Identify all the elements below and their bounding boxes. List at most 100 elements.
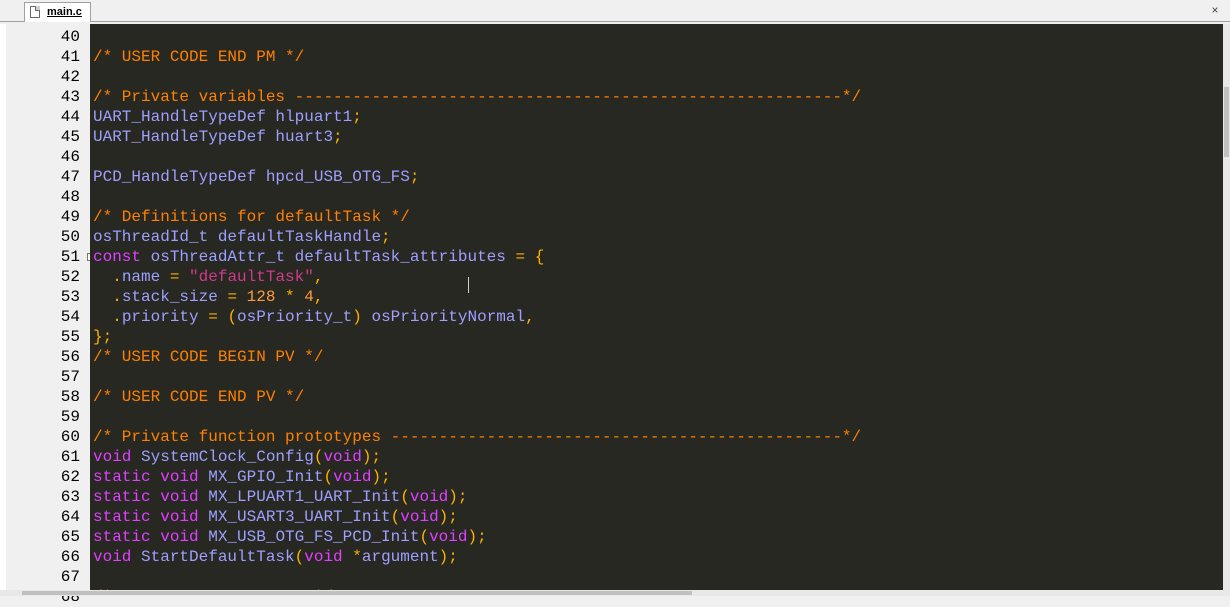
line-number: 43 (60, 88, 80, 106)
code-line: /* USER CODE BEGIN PFP */ (93, 587, 333, 590)
code-line: UART_HandleTypeDef huart3; (93, 127, 343, 147)
vertical-scroll-thumb[interactable] (1224, 87, 1229, 157)
code-token: osPriorityNormal (371, 308, 526, 326)
code-token: /* USER CODE BEGIN PFP */ (93, 588, 333, 590)
code-token: void (304, 548, 343, 566)
code-token: "defaultTask" (189, 268, 314, 286)
code-line: /* USER CODE END PM */ (93, 47, 304, 67)
tab-main-c[interactable]: main.c (24, 2, 91, 22)
line-number: 51 (60, 248, 80, 266)
code-token: ( (294, 548, 305, 566)
code-line: static void MX_LPUART1_UART_Init(void); (93, 487, 467, 507)
line-number: 60 (60, 428, 80, 446)
code-token: = (169, 268, 190, 286)
code-editor[interactable]: /* USER CODE END PM */ /* Private variabl… (90, 24, 1223, 590)
code-line: static void MX_GPIO_Init(void); (93, 467, 391, 487)
code-token: ); (467, 528, 487, 546)
line-number: 42 (60, 68, 80, 86)
code-token: argument (361, 548, 439, 566)
line-number: 52 (60, 268, 80, 286)
code-token: MX_USB_OTG_FS_PCD_Init (198, 528, 420, 546)
code-token: StartDefaultTask (131, 548, 295, 566)
code-token: ); (361, 448, 382, 466)
code-line: UART_HandleTypeDef hlpuart1; (93, 107, 362, 127)
code-token: }; (93, 328, 113, 346)
code-line: static void MX_USART3_UART_Init(void); (93, 507, 458, 527)
code-token: void (333, 468, 372, 486)
code-line: /* Private variables -------------------… (93, 87, 861, 107)
code-token: ; (352, 108, 362, 126)
code-line: void SystemClock_Config(void); (93, 447, 381, 467)
code-token: ); (371, 468, 391, 486)
code-line: osThreadId_t defaultTaskHandle; (93, 227, 391, 247)
code-token: /* Private variables -------------------… (93, 88, 862, 106)
line-number: 48 (60, 188, 80, 206)
line-number: 61 (60, 448, 80, 466)
code-line: /* USER CODE END PV */ (93, 387, 304, 407)
vertical-scrollbar[interactable] (1223, 24, 1230, 590)
code-line: .name = "defaultTask", (93, 267, 323, 287)
line-number: 56 (60, 348, 80, 366)
code-token: . (93, 268, 122, 286)
code-token: = { (515, 248, 545, 266)
code-token: static void (93, 508, 199, 526)
code-token: static void (93, 488, 199, 506)
tab-filename: main.c (47, 6, 82, 18)
code-token: = ( (208, 308, 238, 326)
c-file-icon (30, 6, 40, 18)
close-tab-icon[interactable]: × (1211, 3, 1219, 17)
code-token: void (93, 548, 132, 566)
code-token: static void (93, 528, 199, 546)
code-line: /* USER CODE BEGIN PV */ (93, 347, 323, 367)
code-line: .stack_size = 128 * 4, (93, 287, 323, 307)
code-token: , (313, 268, 324, 286)
code-token: /* Definitions for defaultTask */ (93, 208, 410, 226)
code-token: /* USER CODE END PM */ (93, 48, 305, 66)
code-token: , (525, 308, 535, 326)
code-token: . (93, 308, 122, 326)
code-token: 128 (246, 288, 276, 306)
line-number: 41 (60, 48, 80, 66)
code-token: ; (381, 228, 391, 246)
code-token: ); (438, 548, 458, 566)
line-number: 66 (60, 548, 80, 566)
code-line: const osThreadAttr_t defaultTask_attribu… (93, 247, 544, 267)
code-token: MX_LPUART1_UART_Init (198, 488, 401, 506)
code-token: ( (400, 488, 410, 506)
code-token: void (323, 448, 362, 466)
code-token: ; (333, 128, 343, 146)
line-number: 65 (60, 528, 80, 546)
code-token: MX_GPIO_Init (198, 468, 324, 486)
code-token: * (275, 288, 305, 306)
code-token: ); (448, 488, 468, 506)
code-token: PCD_HandleTypeDef hpcd_USB_OTG_FS (93, 168, 410, 186)
code-token: const (93, 248, 142, 266)
code-token: UART_HandleTypeDef huart3 (93, 128, 334, 146)
code-token: osPriority_t (237, 308, 353, 326)
code-token: ); (438, 508, 458, 526)
line-number: 67 (60, 568, 80, 586)
code-token: * (342, 548, 362, 566)
code-token: ( (390, 508, 401, 526)
line-number: 45 (60, 128, 80, 146)
line-number: 54 (60, 308, 80, 326)
code-token: SystemClock_Config (131, 448, 314, 466)
line-number: 53 (60, 288, 80, 306)
code-token: static void (93, 468, 199, 486)
horizontal-scrollbar[interactable] (0, 590, 1230, 596)
code-token: 4 (304, 288, 314, 306)
code-token: void (400, 508, 439, 526)
line-number: 44 (60, 108, 80, 126)
code-line: PCD_HandleTypeDef hpcd_USB_OTG_FS; (93, 167, 419, 187)
line-number: 49 (60, 208, 80, 226)
code-token: ; (409, 168, 420, 186)
line-number: 62 (60, 468, 80, 486)
editor-tab-bar: main.c × (0, 0, 1230, 22)
code-line: .priority = (osPriority_t) osPriorityNor… (93, 307, 535, 327)
code-token: /* Private function prototypes ---------… (93, 428, 862, 446)
horizontal-scroll-thumb[interactable] (22, 591, 692, 595)
code-token: void (93, 448, 132, 466)
code-token: MX_USART3_UART_Init (198, 508, 391, 526)
line-number: 47 (60, 168, 80, 186)
code-token: ( (323, 468, 334, 486)
